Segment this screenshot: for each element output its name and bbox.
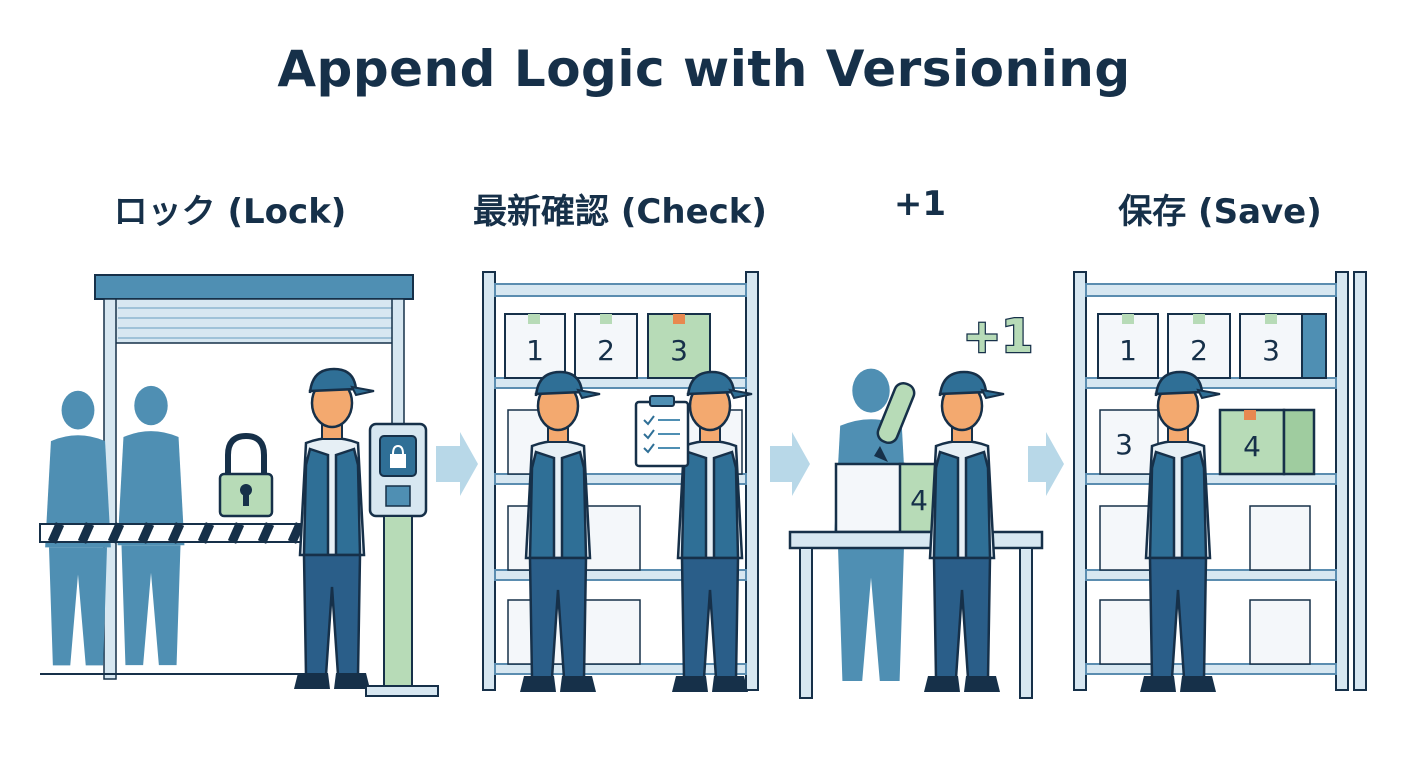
new-version-number: 4 — [910, 484, 928, 517]
arrow-right-icon — [436, 432, 478, 496]
step-label-increment: +1 — [893, 184, 947, 224]
step-label-check: 最新確認 (Check) — [473, 192, 767, 232]
arrow-right-icon — [770, 432, 810, 496]
save-panel: 1 2 3 3 4 — [1073, 271, 1367, 694]
padlock-icon — [218, 432, 274, 518]
worker-incrementing — [922, 370, 1006, 694]
saved-version-number: 4 — [1243, 430, 1261, 463]
page-title: Append Logic with Versioning — [277, 40, 1131, 98]
box-number: 3 — [1115, 428, 1133, 461]
box-number: 2 — [597, 334, 615, 367]
box-number: 3 — [670, 334, 688, 367]
box-number: 2 — [1190, 334, 1208, 367]
access-terminal — [365, 422, 439, 697]
lock-panel — [39, 274, 439, 697]
step-label-save: 保存 (Save) — [1118, 192, 1322, 232]
increment-panel: 4 +1 — [788, 308, 1044, 699]
box-number: 1 — [1119, 334, 1137, 367]
worker-locking — [292, 367, 376, 691]
increment-badge: +1 — [963, 309, 1034, 363]
check-panel: 1 2 3 — [482, 271, 759, 694]
arrow-right-icon — [1028, 432, 1064, 496]
box-number: 1 — [526, 334, 544, 367]
step-label-lock: ロック (Lock) — [113, 192, 347, 232]
saved-box — [1218, 408, 1286, 476]
box-number: 3 — [1262, 334, 1280, 367]
marker-pen-icon — [874, 381, 916, 462]
clipboard-checklist-icon — [634, 395, 690, 468]
work-table — [788, 530, 1044, 550]
